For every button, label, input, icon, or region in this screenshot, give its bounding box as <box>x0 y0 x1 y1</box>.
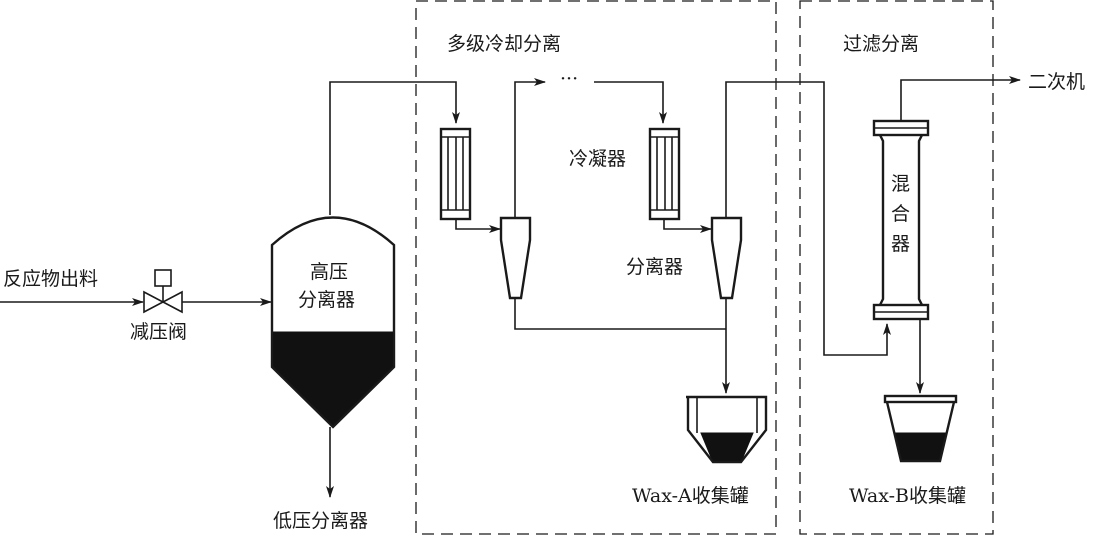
separator-2-icon <box>710 216 743 300</box>
secondary-machine-label: 二次机 <box>1028 71 1085 93</box>
hp-separator-label-2: 分离器 <box>298 289 355 311</box>
to-condenser2-line <box>594 81 667 124</box>
wax-b-tank-icon <box>883 394 958 463</box>
condenser-1-icon <box>439 127 472 221</box>
hp-separator-label-1: 高压 <box>310 261 348 283</box>
mixer-label-3: 器 <box>891 233 910 255</box>
separator-label: 分离器 <box>626 256 683 278</box>
lp-separator-label: 低压分离器 <box>273 510 368 532</box>
filter-separation-region <box>799 0 994 535</box>
wax-b-tank-label: Wax-B收集罐 <box>849 485 966 507</box>
valve-label: 减压阀 <box>130 321 187 343</box>
multi-stage-cooling-title: 多级冷却分离 <box>447 33 561 55</box>
separator1-top-outlet-line <box>514 78 546 218</box>
separator2-to-mixer-line <box>725 81 891 356</box>
mixer-label-1: 混 <box>891 173 910 195</box>
separator-1-icon <box>499 216 532 300</box>
ellipsis-label: ··· <box>560 68 578 90</box>
wax-a-tank-label: Wax-A收集罐 <box>632 485 749 507</box>
separator1-bottom-line <box>514 298 726 330</box>
mixer-to-secondary-line <box>900 76 1021 121</box>
high-pressure-separator <box>270 216 396 429</box>
condenser2-to-separator2-line <box>663 219 712 233</box>
condenser1-to-separator1-line <box>455 219 501 233</box>
mixer-icon <box>872 119 930 321</box>
pressure-reducing-valve-icon <box>143 269 183 314</box>
mixer-label-2: 合 <box>891 203 910 225</box>
filter-separation-title: 过滤分离 <box>843 33 919 55</box>
hp-to-condenser1-line <box>329 81 460 215</box>
condenser-2-icon <box>648 127 681 221</box>
wax-a-tank-icon <box>686 395 768 464</box>
multi-stage-cooling-region <box>415 0 777 535</box>
condenser-label: 冷凝器 <box>569 148 626 170</box>
feed-label: 反应物出料 <box>3 268 98 290</box>
